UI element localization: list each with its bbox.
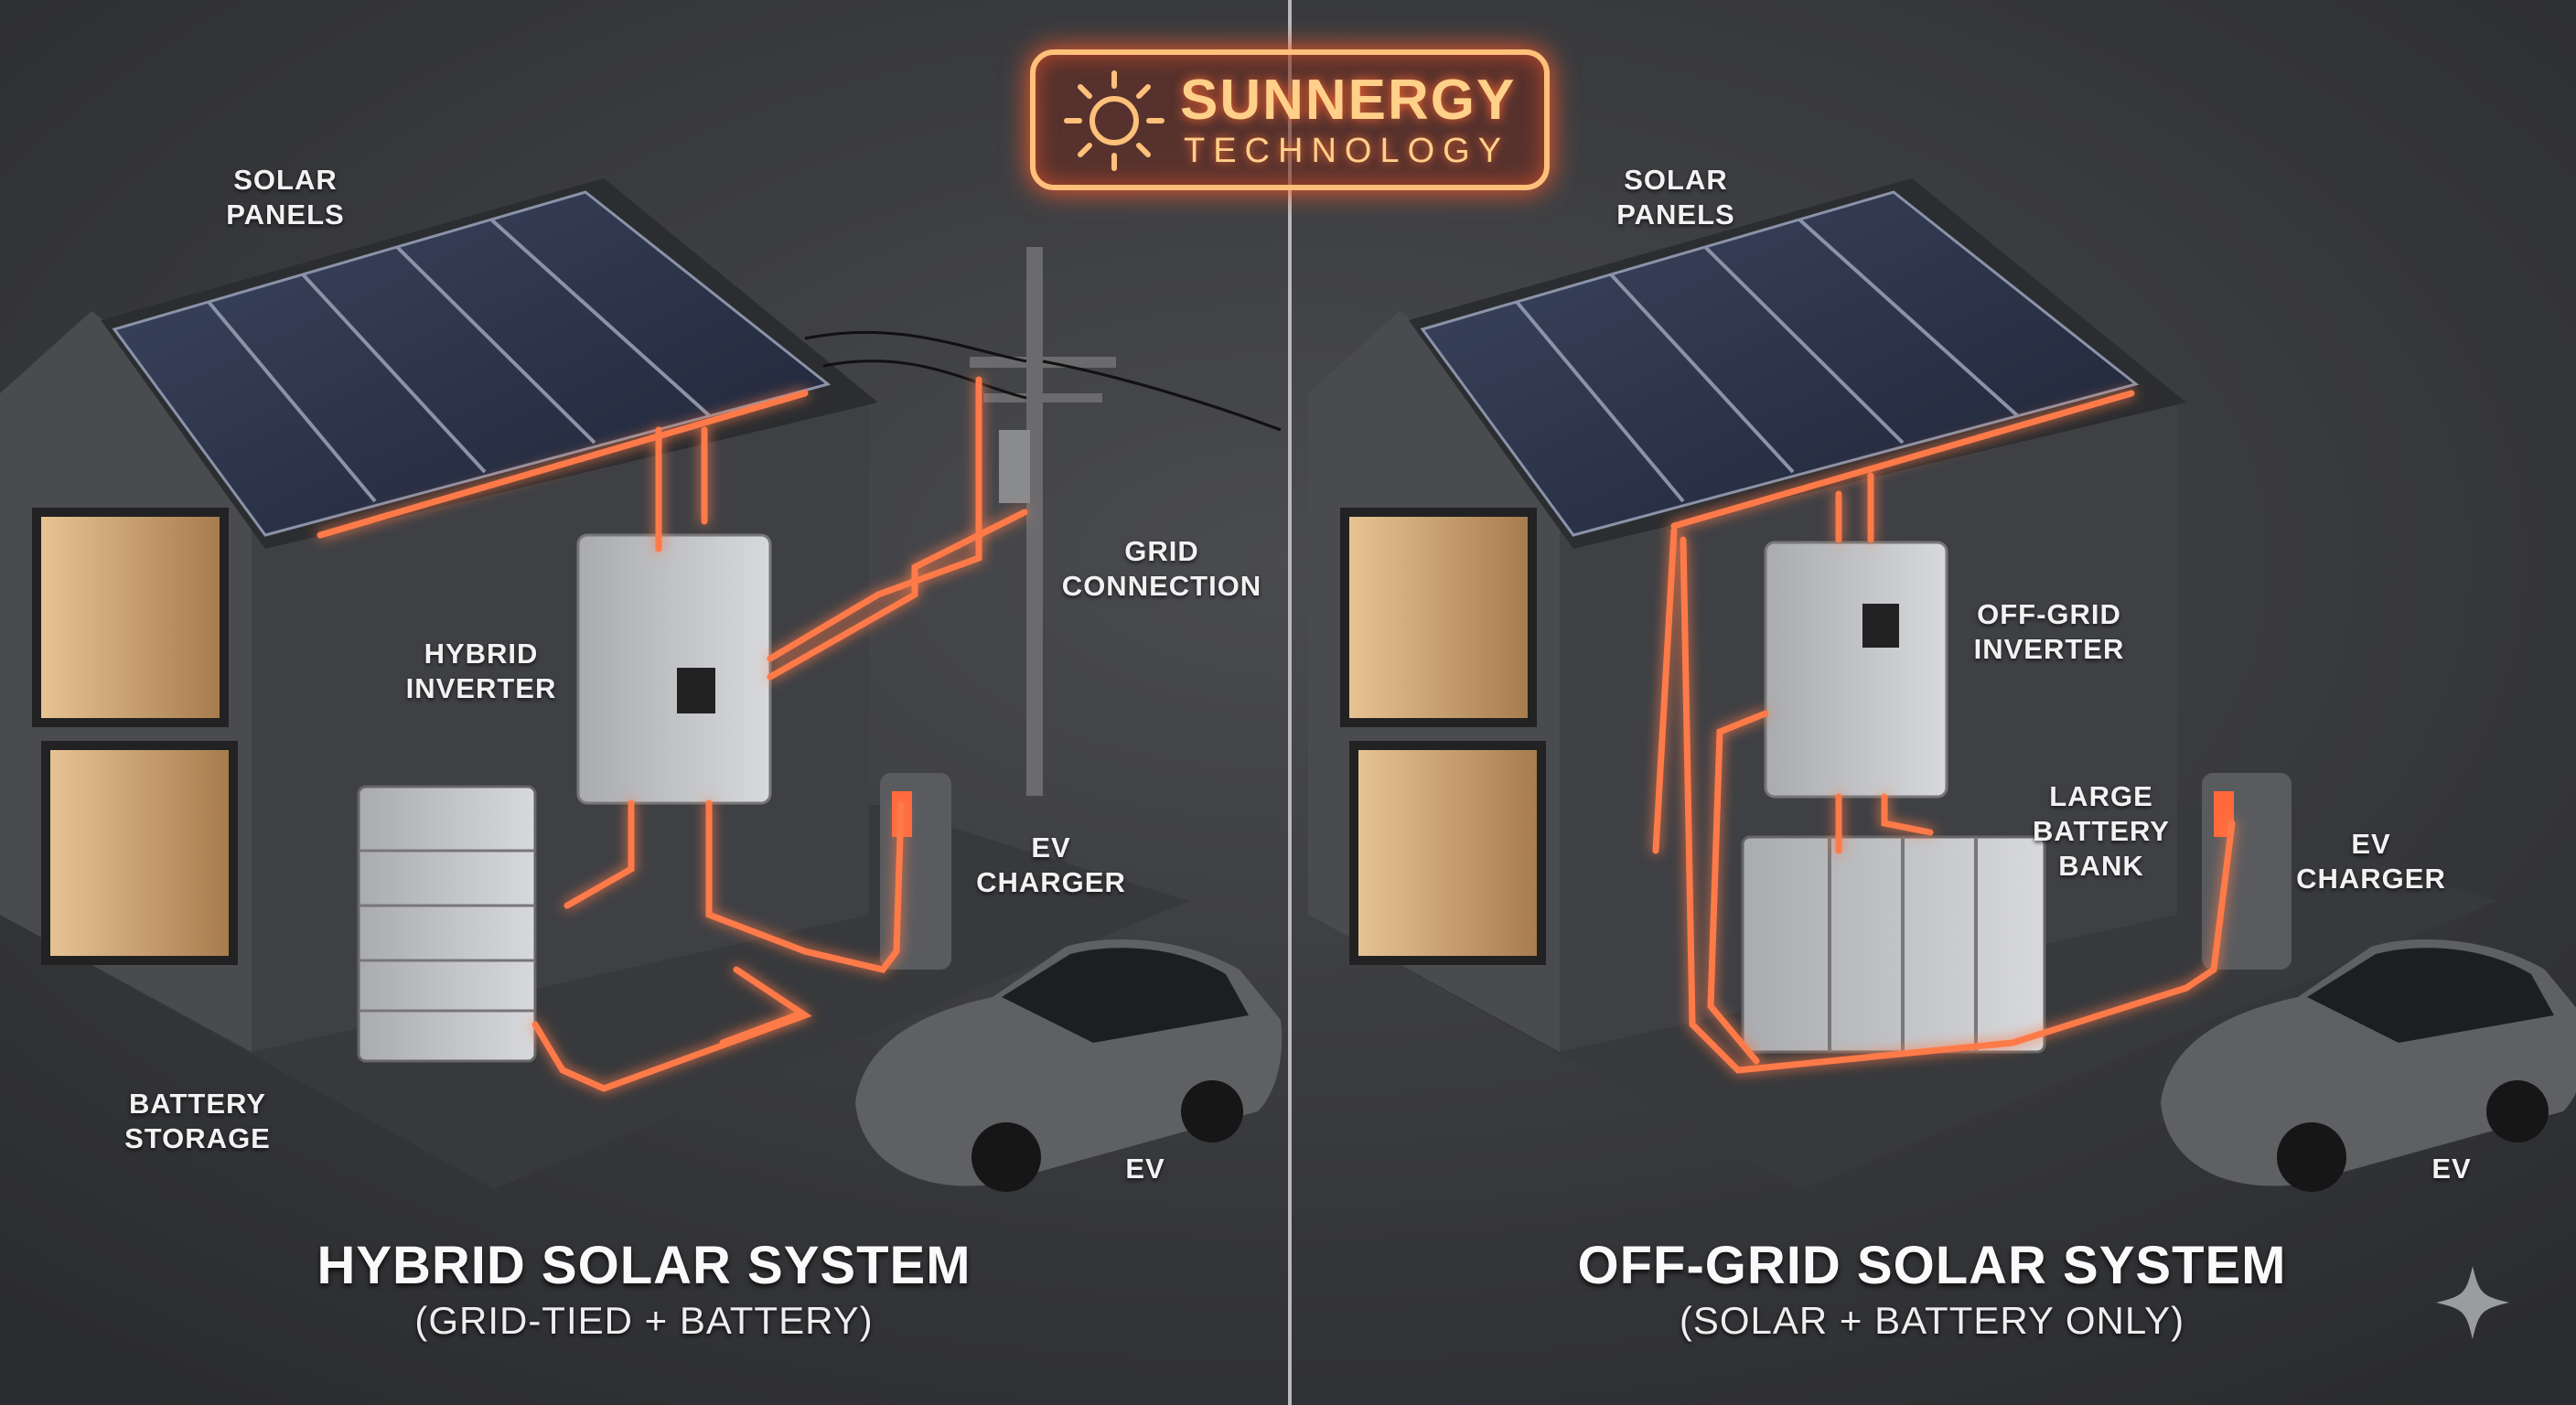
label-ev-left: EV (1125, 1153, 1165, 1185)
sun-icon (1064, 70, 1165, 171)
logo-brand: SUNNERGY (1180, 69, 1517, 132)
subtitle-offgrid: (SOLAR + BATTERY ONLY) (1679, 1299, 2185, 1342)
hybrid-scene (0, 178, 1283, 1192)
offgrid-inverter-unit (1764, 541, 1948, 799)
sparkle-icon (2436, 1266, 2509, 1339)
offgrid-scene (1308, 178, 2576, 1192)
transformer (999, 430, 1030, 503)
sunnergy-logo: SUNNERGY TECHNOLOGY (1030, 49, 1550, 190)
ev-charger-left (880, 773, 951, 970)
title-offgrid: OFF-GRID SOLAR SYSTEM (1577, 1236, 2287, 1295)
energy-flow-left (317, 376, 1028, 1092)
label-ev-right: EV (2431, 1153, 2472, 1185)
battery-bank-unit (1741, 835, 2046, 1054)
panel-divider (1288, 0, 1292, 1405)
energy-flow-right (1652, 390, 2236, 1074)
battery-storage-unit (357, 785, 537, 1063)
hybrid-inverter-unit (576, 533, 772, 805)
subtitle-hybrid: (GRID-TIED + BATTERY) (414, 1299, 874, 1342)
title-hybrid: HYBRID SOLAR SYSTEM (317, 1236, 971, 1295)
logo-tagline: TECHNOLOGY (1184, 132, 1510, 170)
utility-pole (1026, 247, 1043, 796)
